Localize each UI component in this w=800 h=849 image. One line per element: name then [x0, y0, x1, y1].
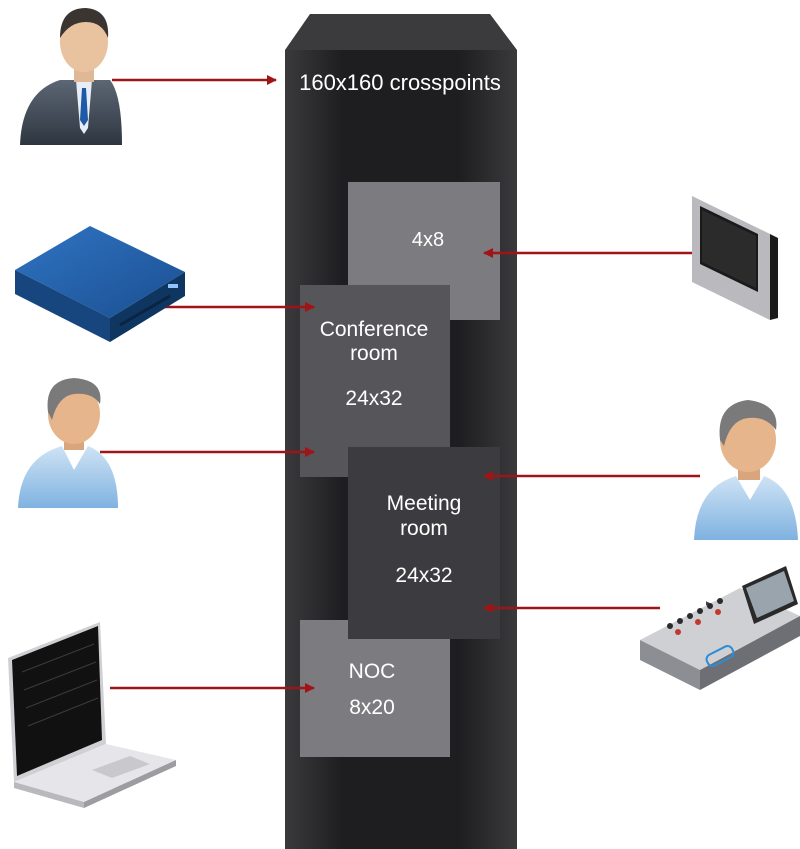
partition-meeting-name: Meeting [387, 492, 462, 515]
partition-4x8-size: 4x8 [412, 229, 444, 251]
partition-meeting: Meeting room 24x32 [348, 447, 500, 639]
partition-conference-name-2: room [350, 342, 398, 365]
partition-conference-name: Conference [320, 318, 429, 341]
partition-meeting-name-2: room [400, 517, 448, 540]
partition-conference: Conference room 24x32 [300, 285, 450, 477]
touch-panel-icon [692, 196, 778, 609]
tower-label: 160x160 crosspoints [299, 70, 501, 95]
partition-conference-size: 24x32 [345, 387, 402, 410]
partition-noc-size: 8x20 [349, 696, 395, 719]
network-appliance-icon [15, 226, 185, 342]
meeting-user-icon [694, 400, 798, 540]
partition-noc: NOC 8x20 [300, 620, 450, 757]
connection-arrows [100, 75, 700, 693]
partition-noc-name: NOC [349, 660, 396, 683]
executive-user-icon [20, 8, 122, 145]
audio-mixer-icon [640, 566, 800, 690]
laptop-icon [8, 622, 176, 808]
partition-meeting-size: 24x32 [395, 564, 452, 587]
conference-user-icon [18, 378, 118, 508]
